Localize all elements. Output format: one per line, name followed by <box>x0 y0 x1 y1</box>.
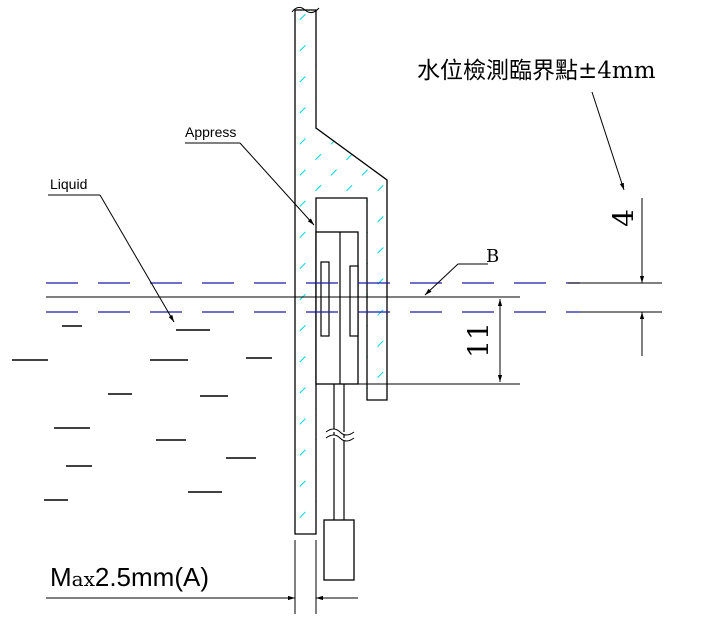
cable-break <box>325 428 355 442</box>
tank-wall <box>294 9 388 535</box>
label-b: B <box>486 246 499 267</box>
label-threshold: 水位檢測臨界點±4mm <box>417 58 656 84</box>
label-dim-4: 4 <box>607 209 640 227</box>
appress-leader <box>239 142 315 226</box>
liquid-leader <box>99 194 175 323</box>
wall-break-top <box>291 6 320 14</box>
sensor-slot-left <box>320 261 330 337</box>
cable-plug <box>323 519 355 581</box>
sensor-slot-right <box>349 265 359 337</box>
threshold-leader <box>591 91 625 191</box>
b-leader <box>424 263 459 296</box>
label-max: Max2.5mm(A) <box>50 562 209 592</box>
label-dim-11: 11 <box>462 322 495 358</box>
label-appress: Appress <box>185 124 236 140</box>
liquid-marks <box>12 325 272 501</box>
label-liquid: Liquid <box>50 176 87 192</box>
